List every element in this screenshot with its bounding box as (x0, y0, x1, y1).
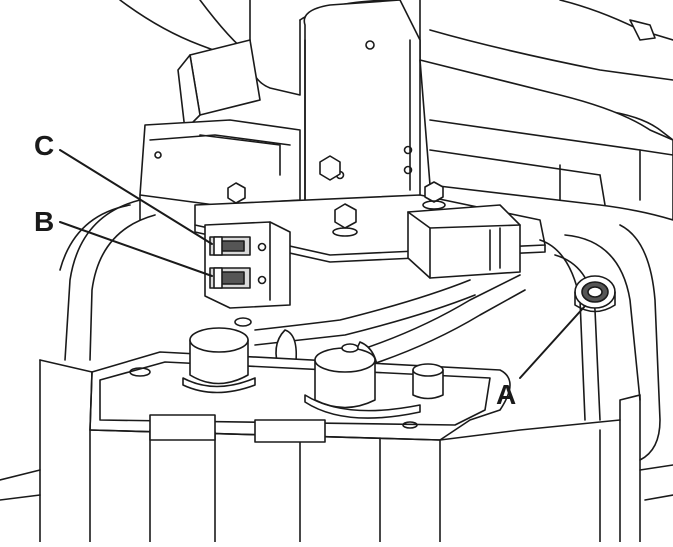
callout-leaders (59, 149, 586, 379)
cable-clamp (407, 204, 521, 279)
leader-line-b (59, 221, 213, 277)
connector-b (209, 267, 251, 289)
right-console (419, 59, 673, 461)
switch-housing (204, 221, 291, 309)
callout-labels: C B A (34, 130, 516, 410)
label-b: B (34, 206, 54, 237)
leader-line-a (519, 305, 586, 379)
connector-c (209, 236, 251, 256)
battery-posts (182, 317, 444, 419)
label-a: A (496, 379, 516, 410)
terminal-a (574, 275, 616, 313)
label-c: C (34, 130, 54, 161)
vertical-mount-plate (303, 0, 421, 211)
leader-line-c (59, 149, 213, 245)
